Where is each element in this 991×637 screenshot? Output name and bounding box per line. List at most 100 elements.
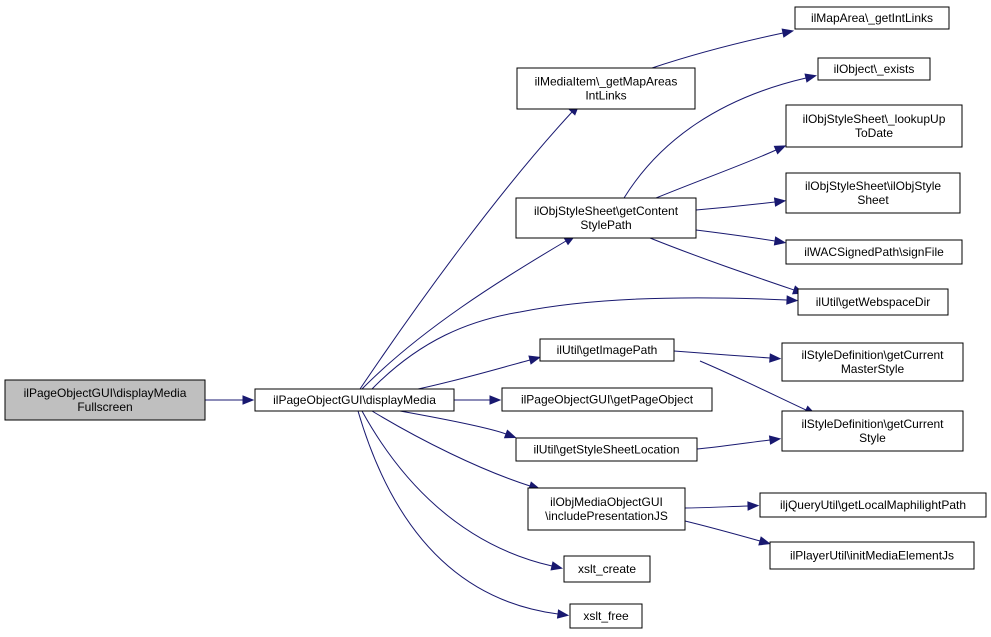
node-box [781,410,964,452]
edge-line [649,237,795,291]
node-label: ilPageObjectGUI\getPageObject [521,393,694,407]
node-includePresentationJS[interactable]: ilObjMediaObjectGUI\includePresentationJ… [527,487,686,531]
node-box [769,541,975,570]
arrow-head-icon [242,395,255,405]
node-box [759,492,987,518]
node-getWebspaceDir[interactable]: ilUtil\getWebspaceDir [797,288,949,316]
edge-getContentStylePath-to-signFile [695,229,787,246]
node-label: ilStyleDefinition\getCurrent [801,417,944,431]
edge-includePresentationJS-to-getLocalMaphilightPath [684,501,760,511]
edge-line [357,410,559,615]
arrow-head-icon [781,28,795,38]
edges [205,28,818,619]
edge-line [655,149,777,199]
node-box [515,197,697,239]
arrow-head-icon [758,536,771,546]
node-label: ilWACSignedPath\signFile [804,245,944,259]
node-label: iljQueryUtil\getLocalMaphilightPath [780,498,966,512]
node-getLocalMaphilightPath[interactable]: iljQueryUtil\getLocalMaphilightPath [759,492,987,518]
edge-displayMedia-to-getPageObject [454,395,502,405]
node-label: Fullscreen [77,400,132,414]
edge-line [651,32,784,69]
node-label: ilUtil\getStyleSheetLocation [533,443,679,457]
node-box [527,487,686,531]
arrow-head-icon [804,73,818,83]
node-getIntLinks[interactable]: ilMapArea\_getIntLinks [794,6,950,30]
node-box [785,239,963,265]
edge-displayMedia-to-getWebspaceDir [371,295,799,390]
edge-getImagePath-to-getCurrentMasterStyle [673,350,782,363]
edge-line [371,410,531,487]
edge-line [371,297,788,390]
node-box [785,172,961,214]
node-label: ilMediaItem\_getMapAreas [535,75,678,89]
node-xslt_create[interactable]: xslt_create [563,555,651,583]
edge-line [695,229,776,242]
edge-displayMedia-to-includePresentationJS [371,410,541,491]
edge-getMapAreasIntLinks-to-getIntLinks [651,28,795,69]
node-initMediaElementJs[interactable]: ilPlayerUtil\initMediaElementJs [769,541,975,570]
node-label: IntLinks [585,89,626,103]
edge-displayMedia-to-xslt_free [357,410,570,619]
node-label: StylePath [580,218,631,232]
node-box [4,379,206,421]
arrow-head-icon [528,355,541,365]
arrow-head-icon [768,435,782,445]
edge-line [361,240,567,390]
edge-line [359,111,573,390]
edge-line [361,410,553,567]
node-box [797,288,949,316]
node-label: Sheet [857,193,889,207]
node-label: \includePresentationJS [545,509,668,523]
edge-displayMedia-to-getImagePath [417,355,541,390]
node-box [254,388,455,412]
node-label: ToDate [855,126,893,140]
node-label: MasterStyle [841,362,905,376]
edge-line [417,359,531,390]
node-getPageObject[interactable]: ilPageObjectGUI\getPageObject [501,387,713,412]
edge-line [673,350,771,359]
node-label: xslt_free [583,609,629,623]
node-label: ilPlayerUtil\initMediaElementJs [790,549,954,563]
node-label: ilPageObjectGUI\displayMedia [273,393,436,407]
node-ilObjStyleSheet[interactable]: ilObjStyleSheet\ilObjStyleSheet [785,172,961,214]
node-box [501,387,713,412]
node-exists[interactable]: ilObject\_exists [817,57,931,81]
edge-line [623,77,807,199]
node-label: Style [859,431,886,445]
node-label: xslt_create [578,562,636,576]
node-getStyleSheetLocation[interactable]: ilUtil\getStyleSheetLocation [515,437,698,462]
arrow-head-icon [503,429,517,439]
arrow-head-icon [773,236,787,246]
edge-line [699,360,807,411]
node-label: ilMapArea\_getIntLinks [811,11,933,25]
edge-getStyleSheetLocation-to-getCurrentStyle [696,435,782,450]
edge-line [695,201,776,211]
node-displayMedia[interactable]: ilPageObjectGUI\displayMedia [254,388,455,412]
node-getImagePath[interactable]: ilUtil\getImagePath [539,338,675,362]
edge-getContentStylePath-to-exists [623,73,818,199]
edge-includePresentationJS-to-initMediaElementJs [684,520,771,546]
node-signFile[interactable]: ilWACSignedPath\signFile [785,239,963,265]
edge-line [696,439,771,450]
node-box [817,57,931,81]
edge-getContentStylePath-to-ilObjStyleSheet [695,197,787,211]
arrow-head-icon [489,395,502,405]
edge-line [684,520,761,542]
arrow-head-icon [773,145,787,155]
node-label: ilObject\_exists [834,62,915,76]
node-label: ilUtil\getWebspaceDir [816,295,931,309]
arrow-head-icon [550,561,564,571]
node-xslt_free[interactable]: xslt_free [569,603,643,629]
node-box [516,67,696,110]
node-label: ilObjStyleSheet\getContent [534,204,679,218]
edge-getContentStylePath-to-lookupUpToDate [655,145,787,199]
